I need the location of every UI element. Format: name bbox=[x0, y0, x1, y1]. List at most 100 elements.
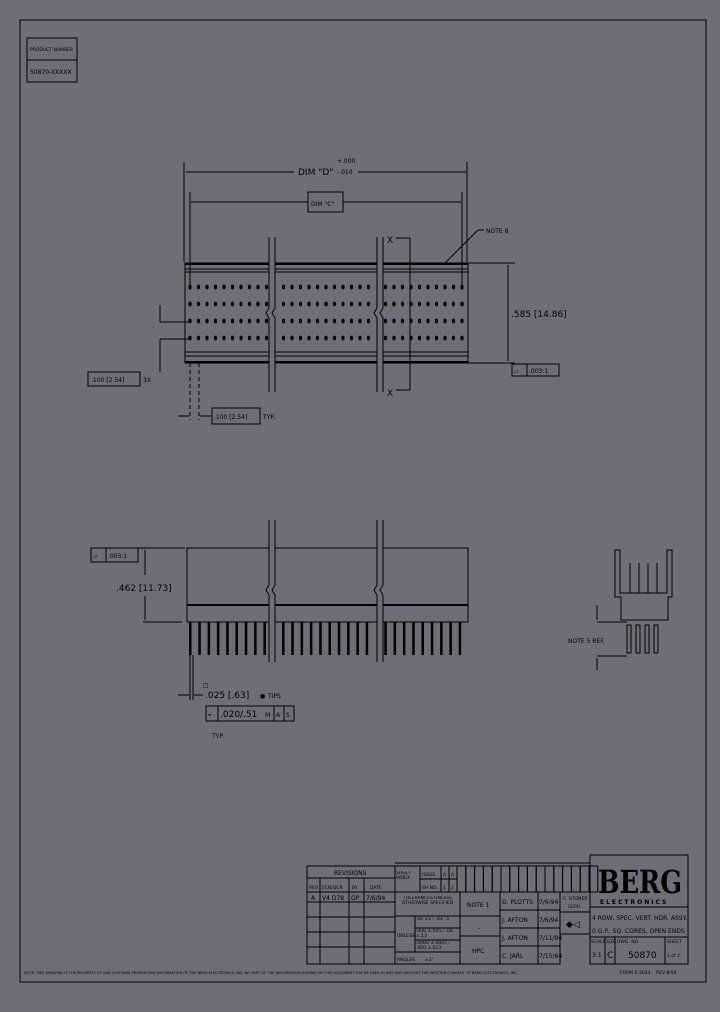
break-line bbox=[373, 520, 378, 662]
contact-hole bbox=[358, 284, 362, 290]
contact-hole bbox=[366, 301, 371, 307]
contact-hole bbox=[332, 284, 337, 290]
pin bbox=[347, 622, 350, 655]
rev-ecn-value: V4 D78 bbox=[322, 895, 344, 902]
form-number: FORM E-3044 bbox=[620, 970, 651, 976]
contact-hole bbox=[358, 318, 362, 324]
modifier-s: S bbox=[286, 712, 290, 719]
contact-hole bbox=[222, 284, 226, 290]
appr-date: 7/15/94 bbox=[539, 953, 562, 960]
material-value: NOTE 1 bbox=[467, 902, 490, 909]
dim-d-tol-minus: -.010 bbox=[337, 169, 353, 176]
contact-hole bbox=[290, 284, 294, 290]
contact-hole bbox=[434, 318, 439, 324]
datum-a: A bbox=[276, 712, 281, 719]
contact-hole bbox=[443, 284, 447, 290]
contact-hole bbox=[341, 301, 345, 307]
contact-hole bbox=[426, 284, 430, 290]
break-gap bbox=[269, 520, 275, 662]
contact-hole bbox=[324, 335, 328, 341]
rev-value: A bbox=[311, 895, 316, 902]
contact-hole bbox=[222, 335, 226, 341]
contact-hole bbox=[451, 301, 456, 307]
pin bbox=[412, 622, 415, 655]
col-pitch: .100 [2.54] bbox=[214, 414, 247, 421]
contact-hole bbox=[298, 318, 303, 324]
section-mark-bottom: X bbox=[387, 389, 393, 399]
target-icon: ● bbox=[260, 693, 265, 700]
contact-hole bbox=[400, 301, 405, 307]
contact-hole bbox=[230, 284, 235, 290]
contact-hole bbox=[434, 284, 439, 290]
dim-d-tol-plus: +.000 bbox=[337, 158, 356, 165]
pin bbox=[300, 622, 304, 655]
break-line bbox=[373, 237, 378, 392]
contact-hole bbox=[239, 301, 243, 307]
contact-hole bbox=[434, 301, 439, 307]
tolerances-label: TOLERANCES UNLESS OTHERWISE SPECIFIED bbox=[401, 896, 454, 906]
appr-by: C. JARL bbox=[502, 953, 524, 960]
pin bbox=[393, 622, 397, 655]
angles-value: ±1° bbox=[425, 957, 434, 963]
pin bbox=[449, 622, 452, 655]
contact-hole bbox=[332, 335, 337, 341]
pin bbox=[216, 622, 220, 655]
contact-hole bbox=[247, 335, 252, 341]
rev-col-by: BY bbox=[352, 885, 358, 891]
dim-d-label: DIM "D" bbox=[298, 168, 333, 178]
pin-size-suffix: TIPS bbox=[267, 693, 281, 700]
sheet-label: SHEET bbox=[667, 939, 682, 945]
contact-hole bbox=[222, 301, 226, 307]
pin bbox=[402, 622, 406, 655]
dwg-label: DWG. NO. bbox=[617, 939, 639, 945]
pin bbox=[235, 622, 238, 655]
contact-hole bbox=[451, 335, 456, 341]
contact-hole bbox=[307, 318, 311, 324]
title-grid-cell bbox=[562, 865, 572, 893]
title-grid-cell bbox=[535, 865, 546, 893]
flatness-value-top: .003:1 bbox=[529, 368, 548, 375]
contact-hole bbox=[409, 318, 413, 324]
pin-row bbox=[189, 622, 462, 655]
contact-hole bbox=[392, 335, 396, 341]
contact-hole bbox=[366, 335, 371, 341]
contact-hole bbox=[341, 318, 345, 324]
header-body-top bbox=[184, 262, 469, 364]
flatness-icon: ▱ bbox=[93, 553, 98, 560]
sh-1: 1 bbox=[443, 885, 446, 891]
contact-hole bbox=[298, 301, 303, 307]
rev-col-rev: REV bbox=[309, 885, 319, 891]
contact-hole bbox=[205, 335, 209, 341]
contact-hole bbox=[332, 318, 337, 324]
contact-hole bbox=[213, 318, 218, 324]
pin bbox=[384, 622, 387, 655]
contact-hole bbox=[281, 335, 286, 341]
contact-hole bbox=[264, 335, 269, 341]
title-grid-cell bbox=[544, 865, 555, 893]
contact-hole bbox=[247, 301, 252, 307]
height-dim-top: .585 [14.86] bbox=[511, 310, 567, 320]
issue-1: A bbox=[443, 872, 447, 878]
tol-row-2: .000 ±.005 / .00 ±.13 bbox=[416, 929, 453, 939]
title-grid-cell bbox=[456, 865, 467, 893]
contact-hole bbox=[256, 335, 260, 341]
title-line-1: 4 ROW, SPEC. VERT. HDR. ASSY. bbox=[592, 915, 687, 922]
contact-hole bbox=[281, 318, 286, 324]
section-mark-top: X bbox=[387, 236, 393, 246]
top-view: DIM "D" +.000 -.010 DIM "C" NOTE 8 X X .… bbox=[87, 158, 567, 425]
contact-hole bbox=[392, 318, 396, 324]
title-grid-cell bbox=[500, 865, 511, 893]
contact-hole bbox=[460, 318, 464, 324]
contact-hole bbox=[443, 335, 447, 341]
contact-hole bbox=[409, 284, 413, 290]
note-8-label: NOTE 8 bbox=[486, 228, 509, 235]
break-line bbox=[379, 520, 384, 662]
pin bbox=[189, 622, 192, 655]
contact-hole bbox=[239, 318, 243, 324]
contact-hole bbox=[230, 301, 235, 307]
contact-hole bbox=[205, 318, 209, 324]
pin bbox=[328, 622, 331, 655]
checked-date: 7/6/94 bbox=[539, 917, 558, 924]
contact-hole bbox=[256, 301, 260, 307]
product-number-label: PRODUCT NUMBER bbox=[30, 47, 73, 53]
